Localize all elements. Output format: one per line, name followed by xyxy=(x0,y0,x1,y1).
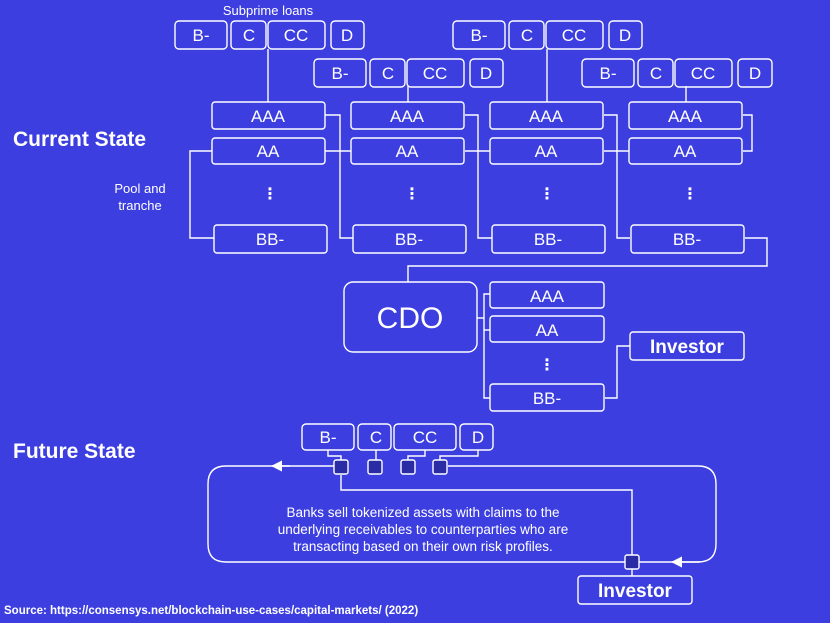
loan-rating-cc: CC xyxy=(562,26,587,45)
investor-future-label: Investor xyxy=(598,581,673,602)
cdo-tranche-aa: AA xyxy=(536,321,559,340)
tranche-bb-minus: BB- xyxy=(395,230,423,249)
cdo-label: CDO xyxy=(377,302,444,335)
loan-rating-b-minus: B- xyxy=(471,26,488,45)
tranche-aaa: AAA xyxy=(529,107,564,126)
investor-future: Investor xyxy=(577,569,693,605)
loan-group-3: B- C CC D xyxy=(452,20,643,50)
loan-rating-d: D xyxy=(480,64,492,83)
token-node-c xyxy=(367,459,383,475)
tranche-bb-minus: BB- xyxy=(673,230,701,249)
future-loan-group: B- C CC D xyxy=(301,423,494,451)
future-state-heading: Future State xyxy=(13,440,136,463)
tranche-aa: AA xyxy=(674,142,697,161)
tranche-aaa: AAA xyxy=(668,107,703,126)
pool-tranche-label-line2: tranche xyxy=(118,198,161,213)
loan-rating-c: C xyxy=(382,64,394,83)
loan-rating-c: C xyxy=(243,26,255,45)
loan-rating-b-minus: B- xyxy=(193,26,210,45)
future-note-line1: Banks sell tokenized assets with claims … xyxy=(286,505,559,520)
future-note-line3: transacting based on their own risk prof… xyxy=(293,539,553,554)
tranche-ellipsis: ⋮ xyxy=(404,186,420,203)
loan-rating-cc: CC xyxy=(413,428,438,447)
tranche-aaa: AAA xyxy=(390,107,425,126)
investor-current-label: Investor xyxy=(650,337,725,358)
subprime-loans-label: Subprime loans xyxy=(223,3,314,18)
token-node-investor xyxy=(624,554,640,570)
loan-rating-cc: CC xyxy=(691,64,716,83)
loan-rating-b-minus: B- xyxy=(600,64,617,83)
loan-rating-c: C xyxy=(521,26,533,45)
loan-rating-cc: CC xyxy=(284,26,309,45)
token-node-b-minus xyxy=(333,459,349,475)
tranche-pool-1: AAA AA ⋮ BB- xyxy=(211,101,328,254)
loan-rating-b-minus: B- xyxy=(320,428,337,447)
cdo-tranche-bb-minus: BB- xyxy=(533,389,561,408)
loan-rating-cc: CC xyxy=(423,64,448,83)
cdo-block: CDO xyxy=(343,281,478,353)
loan-rating-d: D xyxy=(341,26,353,45)
tranche-ellipsis: ⋮ xyxy=(262,186,278,203)
loan-group-1: B- C CC D xyxy=(174,20,365,50)
loan-rating-d: D xyxy=(472,428,484,447)
future-loop xyxy=(207,460,717,568)
tranche-pool-4: AAA AA ⋮ BB- xyxy=(628,101,745,254)
tranche-aa: AA xyxy=(257,142,280,161)
pool-tranche-label-line1: Pool and xyxy=(114,181,165,196)
future-note-line2: underlying receivables to counterparties… xyxy=(278,522,568,537)
tranche-aa: AA xyxy=(396,142,419,161)
loan-rating-c: C xyxy=(650,64,662,83)
token-connectors xyxy=(327,450,479,461)
tranche-bb-minus: BB- xyxy=(256,230,284,249)
loan-group-2: B- C CC D xyxy=(313,58,504,88)
tranche-ellipsis: ⋮ xyxy=(682,186,698,203)
loan-rating-b-minus: B- xyxy=(332,64,349,83)
token-node-cc xyxy=(400,459,416,475)
investor-current: Investor xyxy=(629,331,745,361)
loan-rating-d: D xyxy=(619,26,631,45)
cdo-tranches: AAA AA ⋮ BB- xyxy=(489,281,605,412)
loan-rating-d: D xyxy=(749,64,761,83)
tranche-pool-2: AAA AA ⋮ BB- xyxy=(350,101,467,254)
current-state-wires xyxy=(189,49,768,399)
tranche-pool-3: AAA AA ⋮ BB- xyxy=(489,101,606,254)
loan-group-4: B- C CC D xyxy=(581,58,773,88)
tranche-aa: AA xyxy=(535,142,558,161)
tranche-ellipsis: ⋮ xyxy=(539,186,555,203)
token-nodes xyxy=(333,459,640,570)
cdo-tranche-ellipsis: ⋮ xyxy=(539,357,555,374)
source-citation: Source: https://consensys.net/blockchain… xyxy=(4,605,418,617)
token-node-d xyxy=(432,459,448,475)
cdo-tranche-aaa: AAA xyxy=(530,287,565,306)
loan-rating-c: C xyxy=(370,428,382,447)
current-state-heading: Current State xyxy=(13,128,146,151)
tranche-aaa: AAA xyxy=(251,107,286,126)
tranche-bb-minus: BB- xyxy=(534,230,562,249)
